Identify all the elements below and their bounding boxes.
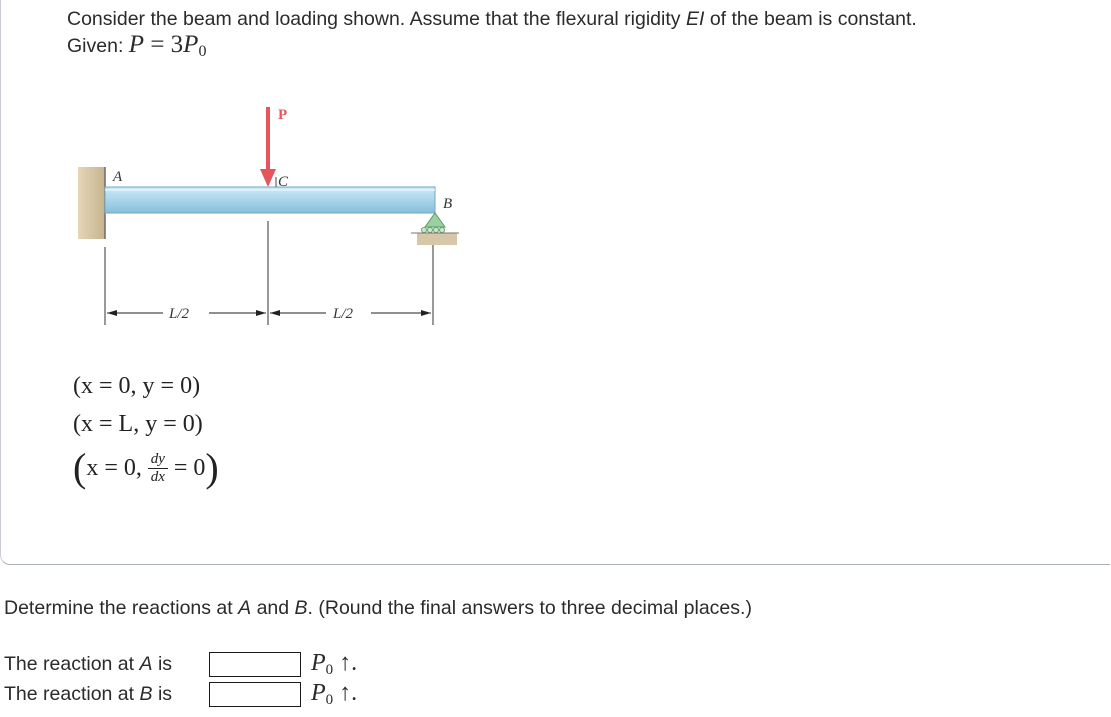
question-text: Determine the reactions at A and B. (Rou… xyxy=(4,597,752,619)
problem-statement: Consider the beam and loading shown. Ass… xyxy=(67,7,917,31)
unit-b: P0 ↑. xyxy=(311,679,358,708)
dim-right-label: L/2 xyxy=(332,306,354,322)
condition-2: (x = L, y = 0) xyxy=(73,411,203,437)
boundary-conditions: (x = 0, y = 0) (x = L, y = 0) ( x = 0, d… xyxy=(73,367,219,493)
ground-b xyxy=(417,233,457,245)
unit-a: P0 ↑. xyxy=(311,649,358,678)
problem-panel: Consider the beam and loading shown. Ass… xyxy=(0,0,1110,565)
up-arrow-icon: ↑ xyxy=(339,679,352,706)
given-line: Given: P = 3P0 xyxy=(67,31,206,66)
answer-label-a: The reaction at A is xyxy=(4,652,173,675)
slope-fraction: dy dx xyxy=(147,451,168,485)
roller-support xyxy=(424,212,446,228)
beam-figure: A C P B L/2 L/2 xyxy=(78,107,459,325)
load-arrow-head xyxy=(260,169,276,187)
dim-left-label: L/2 xyxy=(168,306,190,322)
statement-ei: EI xyxy=(685,8,705,30)
label-a: A xyxy=(112,169,123,185)
given-equation: P = 3P0 xyxy=(128,31,207,60)
reaction-b-input[interactable] xyxy=(209,681,301,707)
answer-row-a: The reaction at A is P0 ↑. xyxy=(4,650,357,678)
load-label: P xyxy=(278,107,287,123)
reaction-a-input[interactable] xyxy=(209,651,301,677)
answer-label-b: The reaction at B is xyxy=(4,682,173,705)
given-label: Given: xyxy=(67,35,124,57)
fixed-wall xyxy=(78,167,105,239)
up-arrow-icon: ↑ xyxy=(339,649,352,676)
condition-1: (x = 0, y = 0) xyxy=(73,373,201,399)
answer-row-b: The reaction at B is P0 ↑. xyxy=(4,680,357,708)
statement-end: of the beam is constant. xyxy=(709,8,917,30)
label-c: C xyxy=(278,174,289,190)
rollers xyxy=(420,226,445,233)
statement-text: Consider the beam and loading shown. Ass… xyxy=(67,8,681,30)
label-b: B xyxy=(443,196,452,212)
beam xyxy=(104,186,436,214)
condition-3: ( x = 0, dy dx = 0 ) xyxy=(73,445,219,490)
